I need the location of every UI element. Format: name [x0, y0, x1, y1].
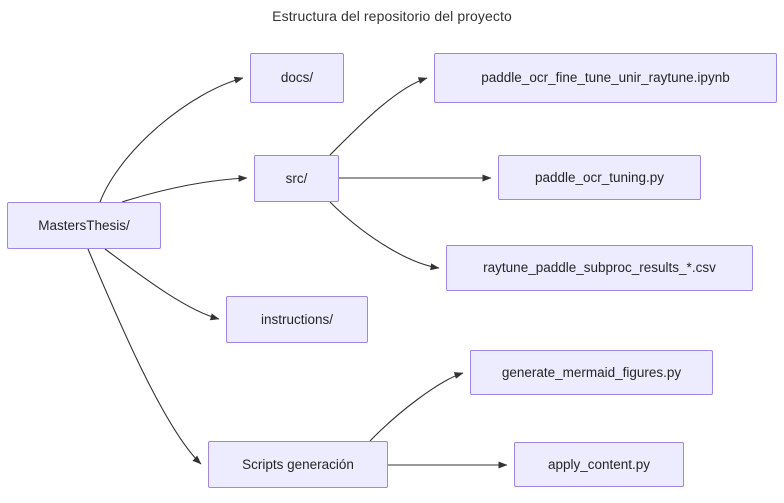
node-csv[interactable]: raytune_paddle_subproc_results_*.csv	[446, 245, 753, 291]
node-label-notebook: paddle_ocr_fine_tune_unir_raytune.ipynb	[481, 70, 730, 86]
edge-root-to-docs	[99, 76, 244, 203]
node-genfigs[interactable]: generate_mermaid_figures.py	[470, 350, 713, 395]
node-label-genfigs: generate_mermaid_figures.py	[501, 364, 682, 380]
edge-root-to-scripts	[87, 248, 202, 465]
node-src[interactable]: src/	[254, 155, 339, 202]
node-apply[interactable]: apply_content.py	[514, 442, 684, 487]
node-label-tuning: paddle_ocr_tuning.py	[534, 169, 665, 185]
node-scripts[interactable]: Scripts generación	[208, 441, 388, 488]
node-label-root: MastersThesis/	[38, 217, 130, 233]
page-title: Estructura del repositorio del proyecto	[272, 8, 512, 24]
node-label-csv: raytune_paddle_subproc_results_*.csv	[483, 260, 716, 276]
node-label-instr: instructions/	[260, 311, 334, 327]
node-label-scripts: Scripts generación	[242, 456, 354, 472]
node-label-src: src/	[285, 170, 308, 186]
edge-src-to-csv	[329, 201, 440, 271]
node-instr[interactable]: instructions/	[226, 296, 368, 343]
edge-root-to-src	[121, 174, 248, 203]
edge-scripts-to-genfigs	[369, 372, 464, 442]
node-docs[interactable]: docs/	[250, 53, 344, 103]
edge-root-to-instr	[104, 248, 220, 321]
node-label-docs: docs/	[280, 70, 314, 86]
edge-src-to-notebook	[329, 77, 428, 156]
edges-group	[87, 76, 508, 469]
node-tuning[interactable]: paddle_ocr_tuning.py	[498, 155, 701, 200]
node-label-apply: apply_content.py	[547, 456, 651, 472]
node-notebook[interactable]: paddle_ocr_fine_tune_unir_raytune.ipynb	[434, 53, 777, 103]
node-root[interactable]: MastersThesis/	[7, 202, 161, 249]
